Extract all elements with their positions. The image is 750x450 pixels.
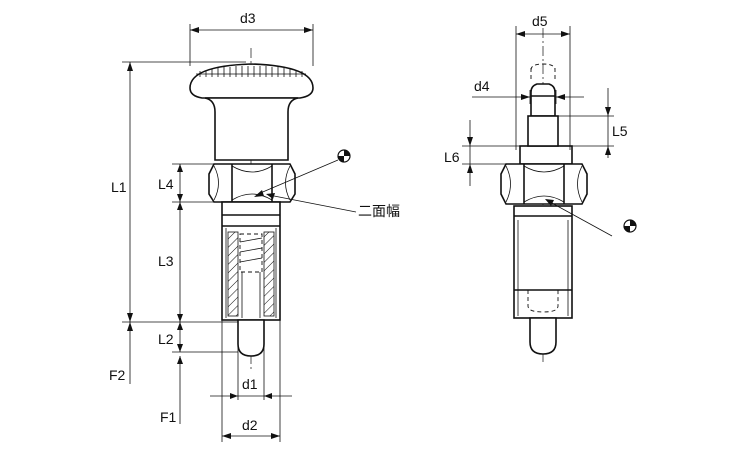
- dim-label-L5: L5: [612, 123, 628, 139]
- left-dimensions: d3 L1 L4 L3 L2 F2 F1: [109, 10, 400, 442]
- knob-body: [204, 97, 299, 161]
- dim-label-d3: d3: [240, 10, 256, 26]
- threaded-body-right: [513, 205, 573, 319]
- dim-label-L6: L6: [444, 149, 460, 165]
- knurl-pattern: [196, 66, 306, 77]
- dim-label-L3: L3: [158, 253, 174, 269]
- dim-label-L1: L1: [111, 179, 127, 195]
- center-mark-symbol-left: [337, 149, 351, 163]
- hex-nut-right: [500, 163, 588, 205]
- dim-label-d2: d2: [242, 417, 258, 433]
- dim-label-d1: d1: [242, 376, 258, 392]
- plunger-pin-right: [529, 317, 557, 355]
- section-hatch-left: [227, 231, 239, 317]
- section-hatch-right: [263, 231, 275, 317]
- plunger-pin-left: [237, 319, 265, 357]
- right-dimensions: d5 d4 L5 L6: [444, 13, 628, 237]
- left-plunger-view: [189, 48, 314, 370]
- collar: [519, 145, 573, 165]
- dim-label-F2: F2: [109, 367, 126, 383]
- dim-label-d4: d4: [474, 78, 490, 94]
- center-mark-symbol-right: [623, 219, 637, 233]
- dim-label-L2: L2: [158, 331, 174, 347]
- pin-retracted-hidden: [530, 63, 556, 80]
- right-plunger-view: [500, 28, 588, 364]
- top-pin: [530, 83, 556, 117]
- knob-head: [189, 63, 314, 99]
- dim-label-L4: L4: [158, 176, 174, 192]
- dim-label-d5: d5: [532, 13, 548, 29]
- hex-nut-left: [208, 163, 296, 203]
- across-flats-label: 二面幅: [358, 204, 400, 220]
- dim-label-F1: F1: [160, 409, 177, 425]
- internal-spring: [239, 233, 263, 273]
- shaft-neck: [527, 115, 559, 147]
